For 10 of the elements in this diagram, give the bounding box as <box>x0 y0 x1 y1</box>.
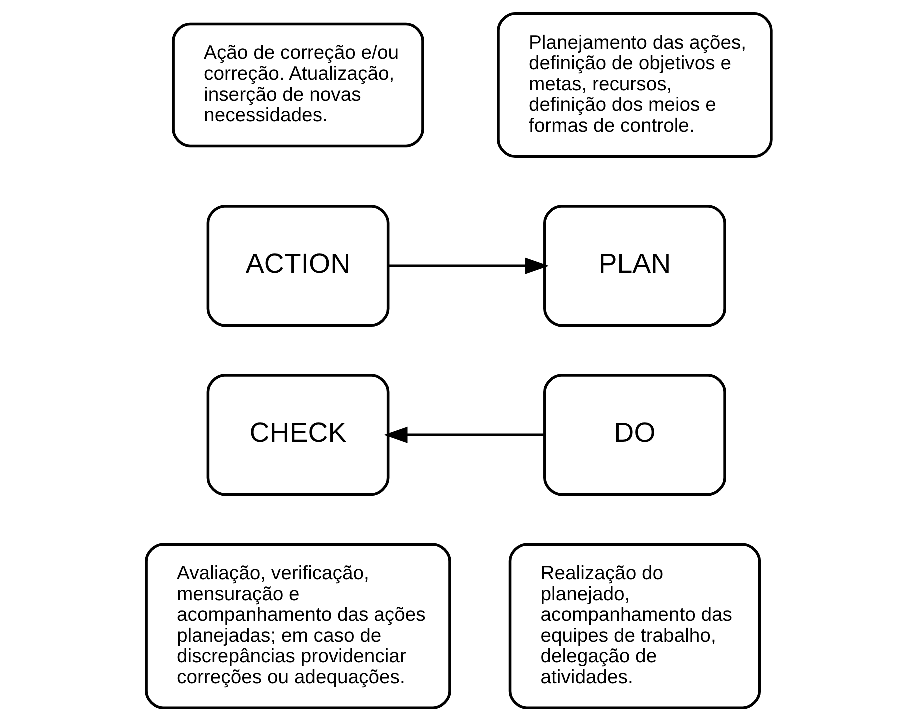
arrow <box>384 426 545 444</box>
node-box: Avaliação, verificação, mensuração e acompanhamento das ações planejadas; em caso de discrepâncias providenciar correções ou adequações. <box>145 543 452 710</box>
node-box: PLAN <box>544 205 726 328</box>
node-box: CHECK <box>206 374 390 496</box>
node-box: ACTION <box>206 205 390 328</box>
arrow <box>388 258 550 274</box>
node-box: Realização do planejado, acompanhamento das equipes de trabalho, delegação de atividades. <box>508 543 762 710</box>
node-box: DO <box>544 374 726 496</box>
node-box: Ação de correção e/ou correção. Atualização, inserção de novas necessidades. <box>172 22 424 148</box>
node-box: Planejamento das ações, definição de objetivos e metas, recursos, definição dos meios e formas de controle. <box>497 12 773 158</box>
